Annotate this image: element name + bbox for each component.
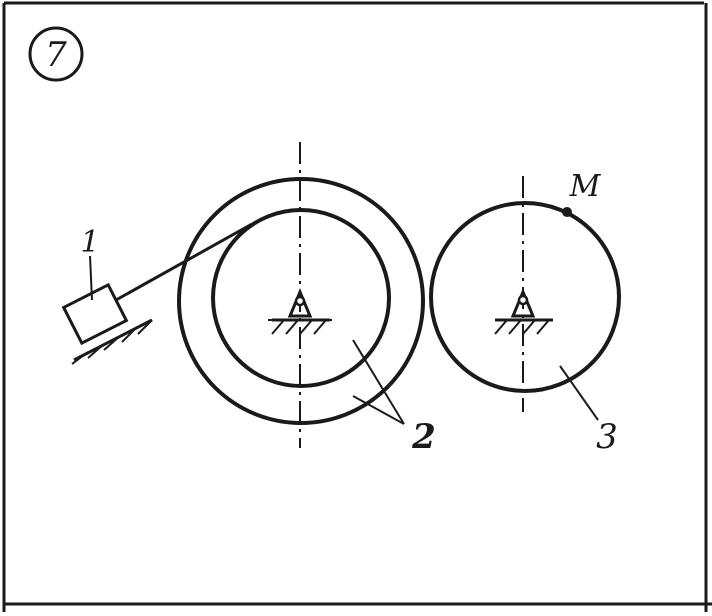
inclined-surface xyxy=(71,318,153,365)
label-wheel-2: 2 xyxy=(411,417,436,457)
point-m-dot xyxy=(562,207,572,217)
problem-number-badge: 7 xyxy=(28,26,84,82)
wheel-2-inner-circle xyxy=(211,208,391,388)
leader-lines xyxy=(89,255,599,425)
block-1 xyxy=(61,282,129,346)
wheel-3-circle xyxy=(429,201,621,393)
label-block-1: 1 xyxy=(80,225,99,260)
wheel-3-pivot-support xyxy=(494,288,553,335)
label-point-m: M xyxy=(569,169,602,204)
label-wheel-3: 3 xyxy=(596,417,618,457)
wheel-2-outer-circle xyxy=(177,177,425,425)
problem-number: 7 xyxy=(45,35,67,75)
cord xyxy=(115,222,253,302)
wheel-2-pivot-support xyxy=(271,288,330,335)
